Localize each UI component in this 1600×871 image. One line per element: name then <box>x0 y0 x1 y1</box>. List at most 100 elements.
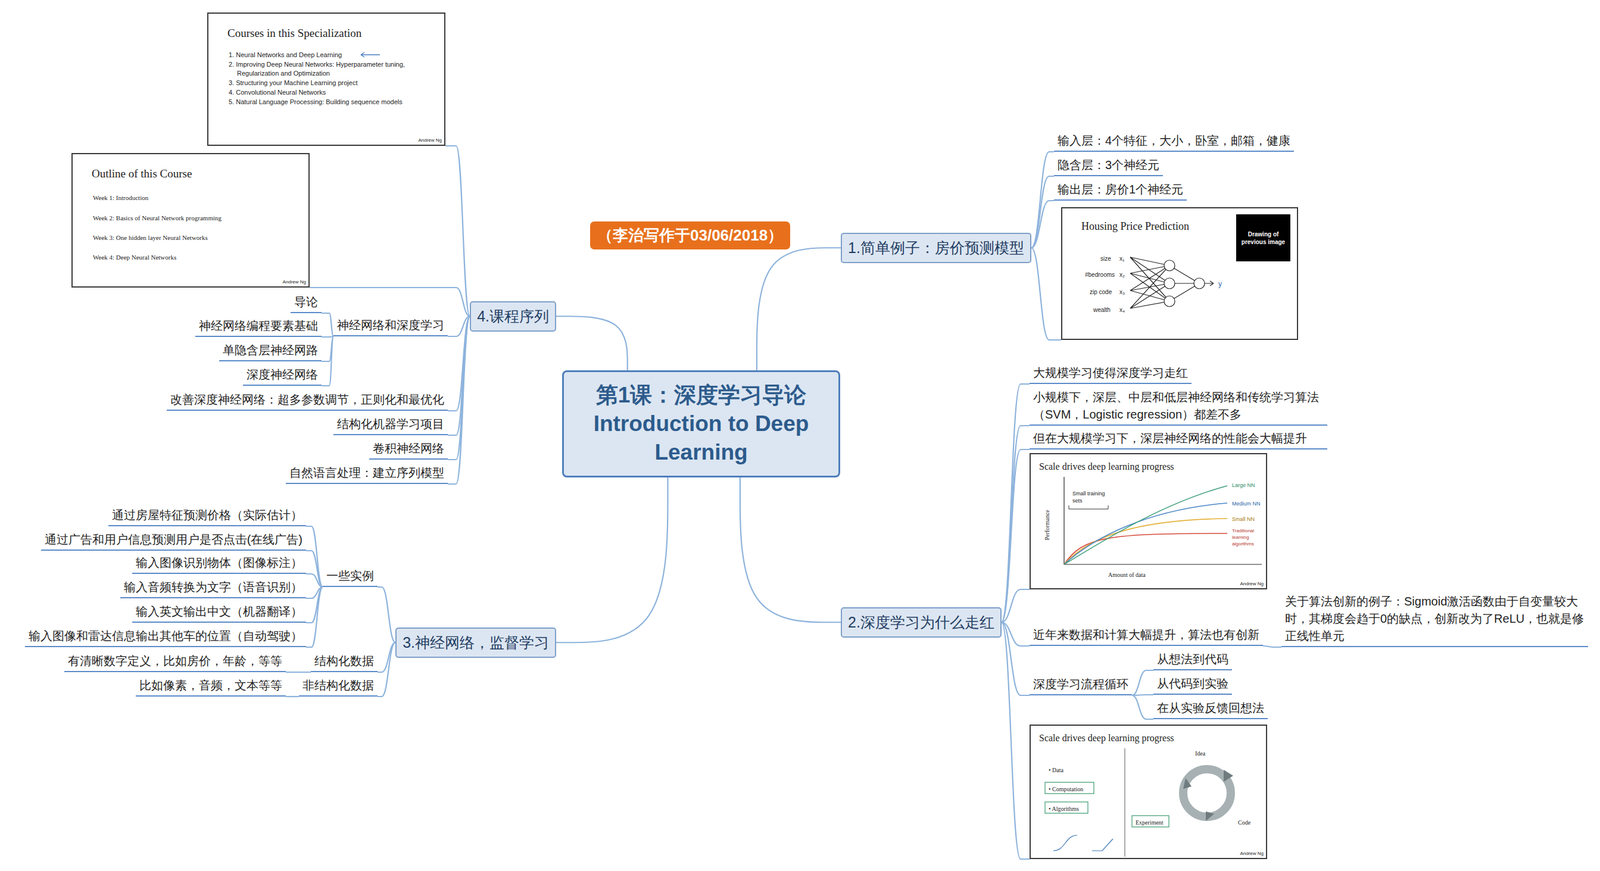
topic-text: 神经网络编程要素基础 <box>198 317 318 335</box>
branch-connector <box>306 587 323 648</box>
subtopic-node: 导论 <box>290 293 322 314</box>
subtopic-node: 从代码到实验 <box>1153 675 1233 695</box>
branch-connector <box>321 313 334 337</box>
topic-text: 在从实验反馈回想法 <box>1156 699 1265 717</box>
slide-text: Week 2: Basics of Neural Network program… <box>92 213 222 223</box>
topic-text: 小规模下，深层、中层和低层神经网络和传统学习算法（SVM，Logistic re… <box>1033 388 1324 424</box>
branch-connector <box>447 316 470 485</box>
topic-text: 输入图像和雷达信息输出其他车的位置（自动驾驶） <box>28 627 303 645</box>
slide-text: Courses in this Specialization <box>227 25 362 42</box>
iteration-cycle-part <box>1053 835 1078 851</box>
topic-text: （李治写作于03/06/2018） <box>597 225 784 246</box>
slide-image: Housing Price Predictionsize#bedroomszip… <box>1061 207 1299 341</box>
subtopic-node: 通过广告和用户信息预测用户是否点击(在线广告) <box>41 531 307 551</box>
subtopic-node: 神经网络和深度学习 <box>333 316 448 337</box>
topic-text: 近年来数据和计算大幅提升，算法也有创新 <box>1033 626 1260 644</box>
branch-connector <box>1131 670 1154 696</box>
branch-connector <box>1131 695 1154 720</box>
subtopic-node: 从想法到代码 <box>1153 650 1233 671</box>
topic-text: 深度神经网络 <box>246 366 318 384</box>
branch-connector <box>1031 200 1054 248</box>
slide-text: Andrew Ng <box>418 137 442 145</box>
subtopic-node: 输入层：4个特征，大小，卧室，邮箱，健康 <box>1053 132 1294 152</box>
subtopic-node: 一些实例 <box>322 567 378 588</box>
branch-connector <box>1001 622 1030 860</box>
branch-connector <box>1001 425 1030 623</box>
topic-text: 一些实例 <box>326 567 374 585</box>
slide-text: Andrew Ng <box>282 279 307 286</box>
topic-text: 但在大规模学习下，深层神经网络的性能会大幅提升 <box>1033 429 1324 448</box>
topic-text: 1.简单例子：房价预测模型 <box>847 238 1025 258</box>
topic-text: 第1课：深度学习导论 <box>596 381 807 410</box>
branch-connector <box>309 287 470 317</box>
topic-text: 从想法到代码 <box>1156 650 1229 669</box>
slide-text: x₄ <box>1119 306 1125 315</box>
topic-text: 大规模学习使得深度学习走红 <box>1033 364 1188 382</box>
slide-image: Scale drives deep learning progressPerfo… <box>1029 453 1268 590</box>
slide-text: 3. Structuring your Machine Learning pro… <box>228 78 358 88</box>
slide-text: Week 4: Deep Neural Networks <box>92 253 177 263</box>
slide-text: #bedrooms <box>1084 270 1115 280</box>
slide-text: x₃ <box>1119 288 1125 297</box>
branch-connector <box>1031 176 1054 248</box>
topic-text: 输入音频转换为文字（语音识别） <box>123 578 303 597</box>
subtopic-node: 关于算法创新的例子：Sigmoid激活函数由于自变量较大时，其梯度会趋于0的缺点… <box>1281 593 1589 648</box>
performance-chart-part <box>1068 505 1109 510</box>
slide-text: zip code <box>1089 288 1112 297</box>
slide-image: Courses in this Specialization 1. Neural … <box>207 12 446 146</box>
topic-text: Introduction to Deep Learning <box>569 409 833 467</box>
subtopic-node: 单隐含层神经网路 <box>219 341 322 362</box>
slide-text: Housing Price Prediction <box>1081 219 1190 234</box>
topic-text: Drawing of previous image <box>1238 230 1288 246</box>
iteration-cycle-part <box>1045 782 1094 794</box>
iteration-cycle <box>1045 748 1234 857</box>
subtopic-node: 输入音频转换为文字（语音识别） <box>120 578 307 599</box>
branch-connector <box>1031 247 1062 341</box>
neural-net-sketch-part <box>1193 278 1205 289</box>
neural-net-sketch-part <box>1209 281 1214 286</box>
subtopic-node: 改善深度神经网络：超多参数调节，正则化和最优化 <box>166 391 448 411</box>
subtopic-node: 近年来数据和计算大幅提升，算法也有创新 <box>1029 626 1263 647</box>
central-topic: 第1课：深度学习导论Introduction to Deep Learning <box>562 370 841 478</box>
slide-text: 1. Neural Networks and Deep Learning <box>228 50 342 60</box>
branch-connector <box>1031 151 1054 248</box>
subtopic-node: 在从实验反馈回想法 <box>1153 699 1268 720</box>
subtopic-node: 结构化机器学习项目 <box>333 415 448 436</box>
slide-text: x₁ <box>1119 254 1125 264</box>
date-badge: （李治写作于03/06/2018） <box>590 221 791 250</box>
subtopic-node: 大规模学习使得深度学习走红 <box>1029 364 1192 385</box>
slide-text: • Computation <box>1048 785 1084 794</box>
neural-net-sketch <box>1130 257 1214 309</box>
slide-text: Code <box>1237 818 1251 828</box>
slide-text: Traditional learning algorithms <box>1232 528 1265 548</box>
subtopic-node: 非结构化数据 <box>298 677 378 697</box>
subtopic-node: 神经网络编程要素基础 <box>195 317 322 338</box>
branch-connector <box>1131 694 1154 696</box>
main-topic: 4.课程序列 <box>469 301 557 332</box>
slide-text: 4. Convolutional Neural Networks <box>228 88 326 98</box>
slide-text: • Data <box>1048 766 1064 775</box>
branch-connector <box>321 336 334 338</box>
branch-connector <box>445 145 470 317</box>
slide-text: Medium NN <box>1232 500 1261 508</box>
subtopic-node: 小规模下，深层、中层和低层神经网络和传统学习算法（SVM，Logistic re… <box>1029 388 1328 426</box>
branch-connector <box>1262 646 1282 648</box>
slide-text: Week 1: Introduction <box>92 193 149 203</box>
topic-text: 导论 <box>294 293 318 311</box>
iteration-cycle-part <box>1131 815 1169 828</box>
iteration-cycle-part <box>1205 811 1215 822</box>
branch-connector <box>321 336 334 386</box>
slide-text: y <box>1218 279 1222 289</box>
branch-connector <box>756 247 841 371</box>
slide-text: Scale drives deep learning progress <box>1039 460 1175 474</box>
topic-text: 非结构化数据 <box>302 677 374 695</box>
subtopic-node: 输出层：房价1个神经元 <box>1053 181 1187 201</box>
caption-box: Drawing of previous image <box>1236 214 1291 262</box>
branch-connector <box>285 696 299 698</box>
branch-connector <box>306 550 323 588</box>
main-topic: 3.神经网络，监督学习 <box>395 627 557 658</box>
topic-text: 输入图像识别物体（图像标注） <box>135 554 303 572</box>
branch-connector <box>556 477 668 643</box>
iteration-cycle-part <box>1183 778 1192 789</box>
